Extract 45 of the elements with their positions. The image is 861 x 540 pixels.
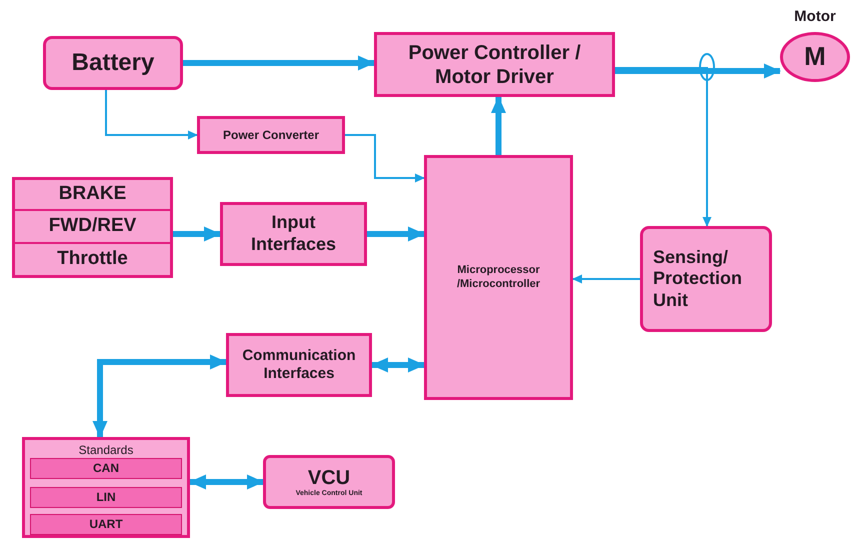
block-box (424, 155, 573, 400)
arrow (615, 64, 781, 78)
group-heading: Standards (78, 443, 134, 458)
block-label: Power Controller / Motor Driver (407, 40, 582, 88)
input-row (15, 244, 170, 275)
block-label: Input Interfaces (250, 212, 338, 256)
block-label: Battery (72, 48, 154, 78)
input-row (15, 211, 170, 244)
block-box (43, 36, 183, 90)
block-label: Communication Interfaces (241, 347, 357, 383)
block-box (220, 202, 367, 266)
input-label: FWD/REV (48, 215, 136, 238)
protocol-bar (30, 458, 182, 479)
block-label: Sensing/ Protection Unit (653, 246, 744, 312)
protocol-label: UART (89, 517, 123, 532)
protocol-label: CAN (93, 461, 119, 476)
motor-symbol: M (804, 41, 826, 73)
protocol-label: LIN (96, 490, 116, 505)
protocol-bar (30, 514, 182, 535)
input-label: Throttle (57, 248, 128, 271)
arrow (572, 274, 640, 284)
input-label: BRAKE (58, 183, 126, 206)
motor-label: Motor (794, 8, 836, 26)
arrow (615, 67, 712, 227)
input-row (15, 180, 170, 211)
arrow (173, 226, 221, 242)
arrow (183, 56, 375, 70)
arrow (189, 474, 264, 490)
block-box (263, 455, 395, 509)
block-box (640, 226, 772, 332)
block-title: VCU (308, 466, 350, 490)
arrow (367, 226, 425, 242)
arrow (491, 96, 506, 155)
arrow (92, 354, 227, 438)
arrow (105, 90, 198, 140)
standards-box (22, 437, 190, 538)
block-label: Microprocessor /Microcontroller (456, 264, 542, 291)
block-box (226, 333, 372, 397)
protocol-bar (30, 487, 182, 508)
block-label: Power Converter (222, 128, 320, 142)
arrow (345, 134, 425, 182)
arrow (371, 358, 425, 372)
input-group-box (12, 177, 173, 278)
block-box (374, 32, 615, 97)
block-box (197, 116, 345, 154)
